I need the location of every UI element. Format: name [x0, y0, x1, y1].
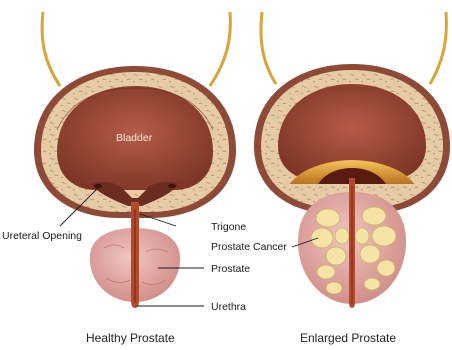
enlarged-illustration [254, 12, 450, 308]
label-prostate: Prostate [211, 263, 250, 275]
left-ureter-left [42, 12, 60, 86]
label-urethra: Urethra [211, 301, 246, 313]
label-bladder: Bladder [116, 132, 153, 144]
healthy-illustration [34, 12, 236, 308]
right-ureter-right [430, 12, 446, 84]
right-ureter-left [261, 12, 276, 84]
caption-healthy-prostate: Healthy Prostate [86, 331, 175, 345]
label-trigone: Trigone [211, 221, 246, 233]
left-ureter-right [210, 12, 230, 86]
caption-enlarged-prostate: Enlarged Prostate [300, 331, 396, 345]
label-ureteral-opening: Ureteral Opening [2, 230, 82, 242]
label-prostate-cancer: Prostate Cancer [211, 241, 287, 253]
left-ureteral-orifice-l [94, 184, 102, 188]
left-ureteral-orifice-r [168, 184, 176, 188]
